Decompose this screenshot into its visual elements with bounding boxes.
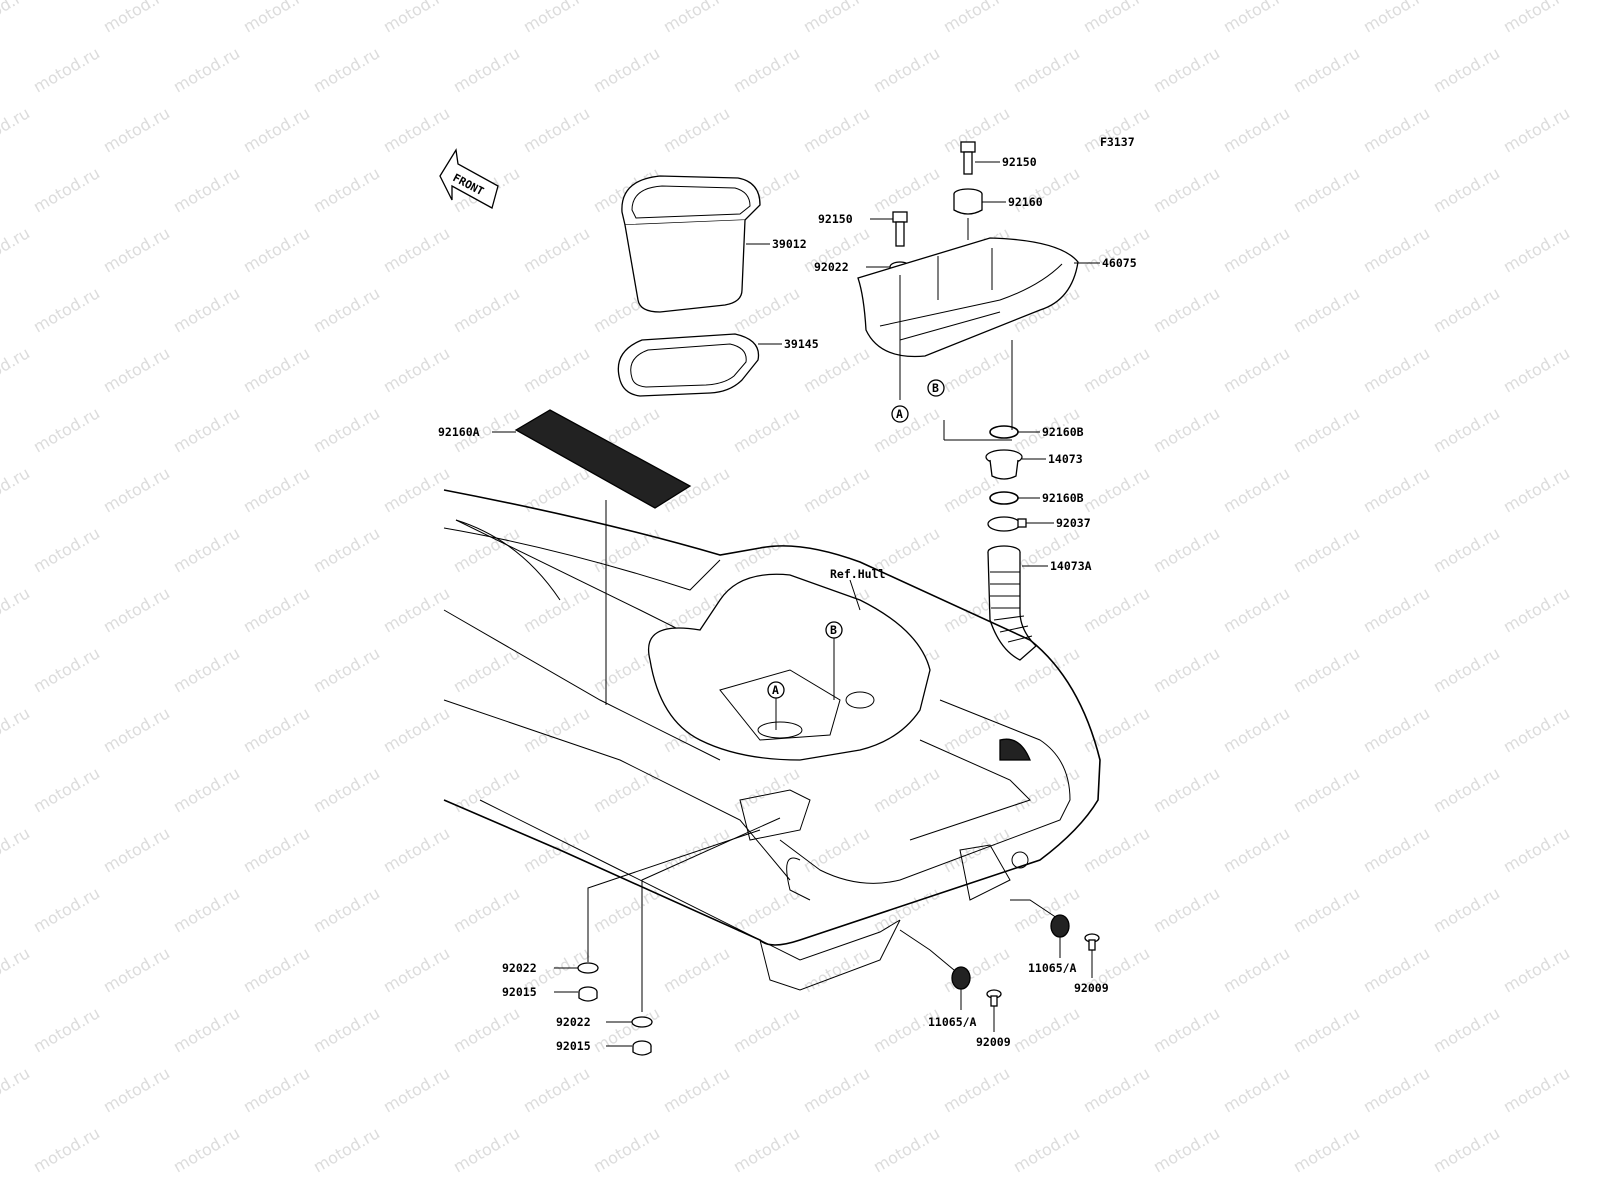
callout-a-top-label: A	[896, 407, 903, 421]
part-92160B-top: 92160B	[1042, 425, 1084, 439]
callout-a-top	[891, 405, 909, 423]
screw-part-right	[1084, 933, 1100, 951]
bolt-part-left	[892, 211, 908, 247]
hose-part	[987, 545, 1037, 661]
pad-part	[514, 409, 692, 509]
callout-b-top	[927, 379, 945, 397]
drawing-code: F3137	[1100, 135, 1135, 149]
washer-part-lower-1	[577, 962, 599, 974]
screw-part-center	[986, 989, 1002, 1007]
part-11065-right: 11065/A	[1028, 961, 1077, 975]
part-92160: 92160	[1008, 195, 1043, 209]
callout-a-hull-label: A	[772, 683, 779, 697]
seal-ring-part	[617, 333, 760, 397]
front-arrow-icon: FRONT	[439, 148, 499, 209]
hull-outline	[443, 489, 1101, 991]
callout-b-top-label: B	[932, 381, 939, 395]
clamp-part	[987, 516, 1027, 532]
part-92160A: 92160A	[438, 425, 480, 439]
part-92022-top: 92022	[814, 260, 849, 274]
part-92150-left: 92150	[818, 212, 853, 226]
part-92022-lower-1: 92022	[502, 961, 537, 975]
part-92022-lower-2: 92022	[556, 1015, 591, 1029]
part-39145: 39145	[784, 337, 819, 351]
part-92015-lower-1: 92015	[502, 985, 537, 999]
nut-part-lower-2	[632, 1040, 652, 1056]
part-92037: 92037	[1056, 516, 1091, 530]
grab-handle-part	[857, 237, 1079, 358]
fitting-part	[985, 449, 1023, 480]
part-11065-center: 11065/A	[928, 1015, 977, 1029]
bolt-part	[960, 141, 976, 175]
cap-part-right	[1050, 914, 1070, 938]
part-14073A: 14073A	[1050, 559, 1092, 573]
part-46075: 46075	[1102, 256, 1137, 270]
o-ring-part-lower	[989, 491, 1019, 505]
part-92015-lower-2: 92015	[556, 1039, 591, 1053]
damper-part	[953, 188, 983, 215]
part-92150-top: 92150	[1002, 155, 1037, 169]
nut-part-lower-1	[578, 986, 598, 1002]
ref-hull-label: Ref.Hull	[830, 567, 885, 581]
callout-b-hull-label: B	[830, 623, 837, 637]
storage-bin-part	[621, 175, 761, 313]
part-92160B-lower: 92160B	[1042, 491, 1084, 505]
part-14073: 14073	[1048, 452, 1083, 466]
washer-part-lower-2	[631, 1016, 653, 1028]
cap-part-center	[951, 966, 971, 990]
part-39012: 39012	[772, 237, 807, 251]
o-ring-part	[989, 425, 1019, 439]
part-92009-center: 92009	[976, 1035, 1011, 1049]
part-92009-right: 92009	[1074, 981, 1109, 995]
